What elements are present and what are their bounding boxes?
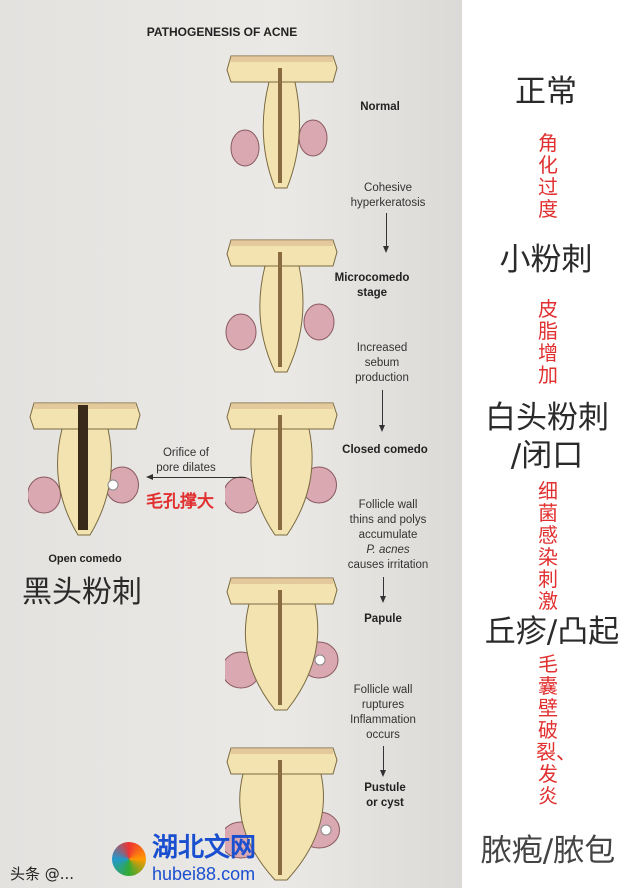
stage-papule: Papule: [364, 613, 402, 625]
follicle-pustule: [225, 747, 340, 881]
annotation-closed-comedo: 白头粉刺: [485, 400, 609, 436]
annotation-rupture: 毛囊壁破裂、发炎: [536, 652, 576, 808]
watermark-url: hubei88.com: [152, 864, 256, 884]
watermark-brand: 湖北文网: [152, 833, 257, 863]
annotation-pore-dilates: 毛孔撑大: [146, 492, 214, 512]
follicle-papule: [225, 577, 339, 711]
arrow-down: [380, 577, 386, 603]
follicle-closed-comedo: [225, 402, 338, 536]
arrow-left: [146, 474, 246, 480]
follicle-open-comedo: [28, 402, 141, 536]
annotation-papule: 丘疹/凸起: [484, 614, 620, 650]
annotation-closed: /闭口: [510, 438, 584, 474]
annotation-bacteria: 细菌感染刺激: [538, 479, 558, 613]
stage-normal: Normal: [360, 101, 400, 113]
watermark-logo-icon: [112, 842, 146, 876]
arrow-down: [383, 213, 389, 253]
annotation-sebum: 皮脂增加: [538, 297, 558, 387]
annotation-microcomedo: 小粉刺: [499, 242, 593, 278]
watermark-source: 头条 @...: [10, 865, 75, 883]
annotation-pustule: 脓疱/脓包: [480, 833, 616, 869]
page-title: PATHOGENESIS OF ACNE: [146, 25, 298, 39]
arrow-down: [379, 390, 385, 432]
annotation-open-comedo: 黑头粉刺: [22, 575, 142, 610]
stage-open-comedo: Open comedo: [48, 553, 122, 565]
arrow-down: [380, 746, 386, 777]
stage-closed-comedo: Closed comedo: [342, 444, 428, 456]
follicle-microcomedo: [225, 239, 338, 373]
annotation-hyperkeratosis: 角化过度: [538, 131, 558, 221]
annotation-normal: 正常: [515, 74, 577, 110]
follicle-normal: [226, 55, 338, 189]
